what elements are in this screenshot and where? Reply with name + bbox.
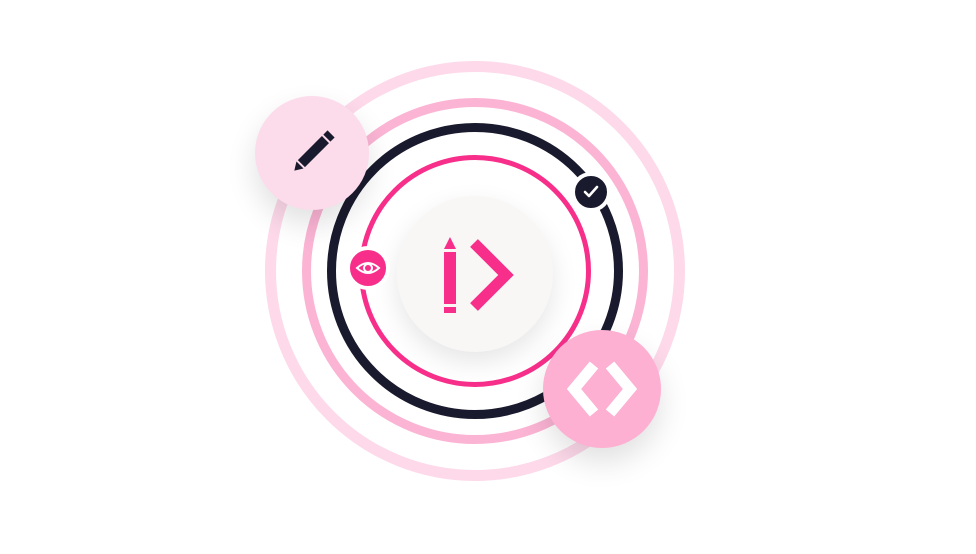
outer-ring [265,61,685,481]
eye-icon [355,262,381,274]
code-brackets-icon [566,361,638,417]
pencil-badge [255,96,369,210]
middle-ring [302,98,648,444]
pencil-icon [294,130,335,171]
code-badge [543,330,661,448]
pencil-chevron-logo-icon [444,237,514,313]
center-disc [397,196,553,352]
dark-ring [327,123,623,419]
checkmark-icon [583,185,599,198]
check-badge [571,172,611,212]
eye-badge [346,246,390,290]
